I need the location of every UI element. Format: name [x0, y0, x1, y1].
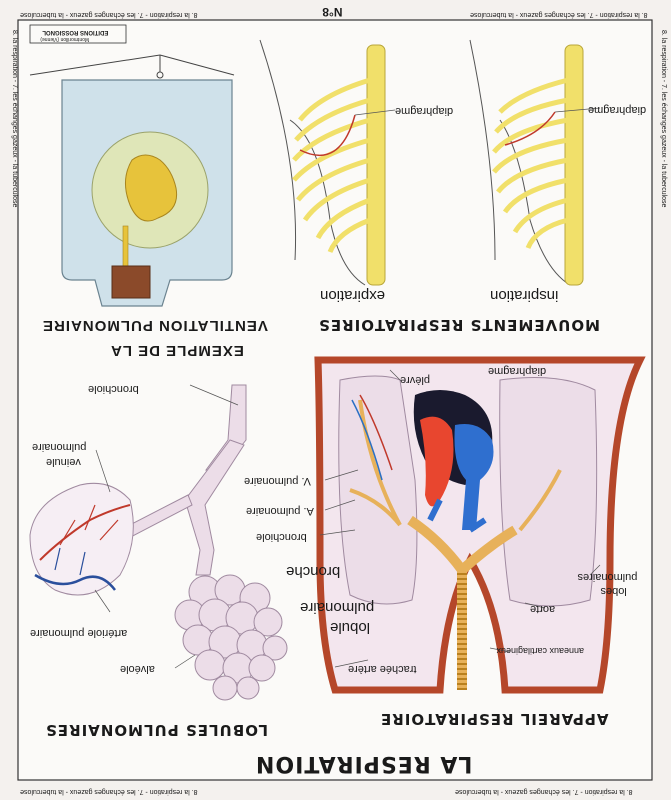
lobule-illustration	[29, 384, 288, 701]
v-pulmonaire-label: V. pulmonaire	[244, 475, 311, 487]
veinule-pulmonaire-label: pulmonaire	[32, 441, 86, 453]
trachee-label: trachée artère	[348, 663, 416, 675]
arteriole-label: artériole pulmonaire	[30, 627, 127, 639]
bell-jar-illustration	[29, 54, 235, 307]
lobule-bronchiole-label: bronchiole	[88, 383, 139, 395]
main-title: LA RESPIRATION	[255, 751, 472, 776]
inspiration-label: inspiration	[490, 287, 558, 304]
appareil-title: APPAREIL RESPIRATOIRE	[380, 710, 609, 728]
spine-inspiration	[564, 44, 584, 286]
artery-branch	[39, 504, 131, 561]
publisher-name: EDITIONS ROSSIGNOL	[42, 29, 108, 35]
veinule-label: veinule	[46, 456, 81, 468]
diaphragme-label-inspiration: diaphragme	[588, 104, 646, 116]
ventilation-title-line2: VENTILATION PULMONAIRE	[42, 317, 268, 334]
diaphragm-line-inspiration	[504, 111, 556, 146]
ribcage-expiration: diaphragme expiration	[259, 39, 453, 304]
border-text-bottom-right: 8. la respiration - 7. les échanges gaze…	[455, 788, 633, 795]
lung-left	[338, 375, 418, 605]
stopper	[111, 265, 151, 299]
alveoli-cluster	[174, 574, 288, 701]
trachea	[407, 515, 518, 690]
border-text-top-right: 8. la respiration - 7. les échanges gaze…	[470, 11, 648, 18]
diaphragme-label-expiration: diaphragme	[395, 105, 453, 117]
border-text-bottom-left: 8. la respiration - 7. les échanges gaze…	[20, 788, 198, 795]
expiration-label: expiration	[320, 287, 385, 304]
a-pulmonaire-label: A. pulmonaire	[246, 505, 314, 517]
lobes-pulmonaires-label: pulmonaires	[577, 571, 637, 583]
ventilation-caption: EXEMPLE DE LA VENTILATION PULMONAIRE	[42, 317, 268, 359]
vein-branch	[34, 573, 116, 591]
publisher-city: Montmorillon (Vienne)	[40, 36, 89, 42]
appareil-diaphragme-label: diaphragme	[488, 365, 546, 377]
lobule-label: lobule	[330, 619, 370, 636]
bronche-label: bronche	[286, 563, 340, 580]
lobule-pulmonaire-label: pulmonaire	[300, 599, 374, 616]
border-text-top-left: 8. la respiration - 7. les échanges gaze…	[20, 11, 198, 18]
respiratory-system-illustration	[314, 356, 646, 694]
glass-tube	[122, 225, 129, 269]
spine-expiration	[366, 44, 386, 286]
balloon-lung	[125, 154, 178, 222]
publisher-box: EDITIONS ROSSIGNOL Montmorillon (Vienne)	[29, 24, 127, 44]
border-text-right-side: 8. la respiration - 7. les échanges gaze…	[660, 30, 667, 208]
lobes-label: lobes	[600, 585, 627, 597]
aorta-red	[420, 416, 454, 507]
vena-cava-blue	[454, 424, 494, 530]
ventilation-title-line1: EXEMPLE DE LA	[110, 342, 244, 359]
anneaux-label: anneaux cartilagineux	[496, 646, 584, 656]
plate-number: N°8	[322, 5, 342, 19]
plevre-label: plèvre	[400, 374, 430, 386]
lobules-title: LOBULES PULMONAIRES	[45, 721, 268, 739]
alveole-label: alvéole	[120, 663, 155, 675]
movements-title: MOUVEMENTS RESPIRATOIRES	[318, 316, 600, 334]
ribcage-inspiration: diaphragme inspiration	[469, 39, 646, 304]
aorte-label: aorte	[530, 603, 555, 615]
appareil-bronchiole-label: bronchiole	[256, 531, 307, 543]
diaphragm-line-expiration	[299, 114, 356, 156]
border-text-left-side: 8. la respiration - 7. les échanges gaze…	[11, 30, 18, 208]
